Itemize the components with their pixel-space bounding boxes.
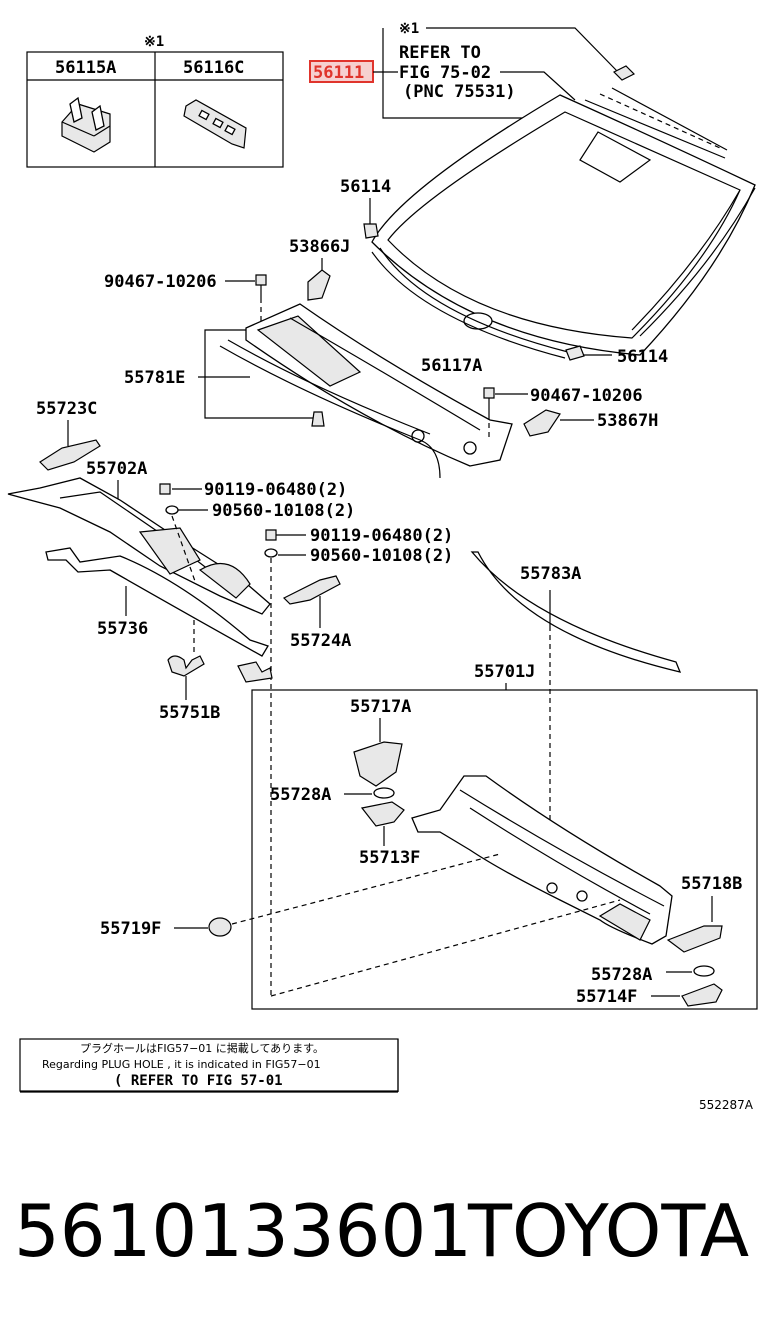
seal-55736-icon bbox=[45, 547, 269, 657]
callout-part[interactable]: 56111 bbox=[313, 63, 364, 83]
pad-55728a-left-icon bbox=[373, 787, 395, 799]
part-number: 5610133601 bbox=[14, 1189, 472, 1273]
label-90560-b[interactable]: 90560-10108(2) bbox=[310, 546, 453, 566]
seal-53867h-icon bbox=[523, 409, 561, 437]
label-56117a[interactable]: 56117A bbox=[421, 356, 482, 376]
molding-strip-right-icon bbox=[631, 189, 741, 331]
callout-56111: ※1 56111 REFER TO FIG 75-02 (PNC 75531) bbox=[309, 21, 636, 119]
assembly-box-55701j bbox=[251, 689, 758, 1010]
figure-code: 552287A bbox=[699, 1098, 754, 1112]
label-55718b[interactable]: 55718B bbox=[681, 874, 742, 894]
screw-90467-mid-icon bbox=[483, 387, 495, 414]
label-55728a-right[interactable]: 55728A bbox=[591, 965, 652, 985]
brand-name: TOYOTA bbox=[467, 1189, 749, 1273]
bracket-55713f-icon bbox=[360, 801, 405, 827]
label-56114-top[interactable]: 56114 bbox=[340, 177, 391, 197]
label-55713f[interactable]: 55713F bbox=[359, 848, 420, 868]
bracket-55723c-icon bbox=[39, 439, 101, 471]
bolt-90119-b-icon bbox=[265, 529, 277, 541]
callout-line1: REFER TO bbox=[399, 43, 481, 63]
clip-56114-icon bbox=[363, 223, 379, 239]
bracket-55714f-icon bbox=[681, 983, 723, 1007]
label-90467-top[interactable]: 90467-10206 bbox=[104, 272, 217, 292]
washer-90560-b-icon bbox=[264, 548, 278, 558]
seal-53866j-icon bbox=[307, 269, 331, 301]
hose-end-icon bbox=[237, 661, 273, 683]
legend-marker: ※1 bbox=[144, 34, 164, 50]
label-55702a[interactable]: 55702A bbox=[86, 459, 147, 479]
label-90560-a[interactable]: 90560-10108(2) bbox=[212, 501, 355, 521]
cowl-panel-55701j-icon bbox=[411, 775, 673, 945]
label-55751b[interactable]: 55751B bbox=[159, 703, 220, 723]
label-55723c[interactable]: 55723C bbox=[36, 399, 97, 419]
label-90467-mid[interactable]: 90467-10206 bbox=[530, 386, 643, 406]
label-55701j[interactable]: 55701J bbox=[474, 662, 535, 682]
footnote-ref: ( REFER TO FIG 57-01 bbox=[114, 1073, 283, 1089]
footnote-jp: プラグホールはFIG57−01 に掲載してあります。 bbox=[80, 1041, 324, 1055]
label-56114-right[interactable]: 56114 bbox=[617, 347, 668, 367]
bracket-55717a-icon bbox=[353, 741, 403, 787]
callout-line3: (PNC 75531) bbox=[403, 82, 516, 102]
label-53866j[interactable]: 53866J bbox=[289, 237, 350, 257]
bracket-55718b-icon bbox=[666, 925, 723, 953]
label-53867h[interactable]: 53867H bbox=[597, 411, 658, 431]
clip-56116c-icon bbox=[183, 99, 247, 149]
washer-90560-a-icon bbox=[165, 505, 179, 515]
callout-line2: FIG 75-02 bbox=[399, 63, 491, 83]
footnote-box: プラグホールはFIG57−01 に掲載してあります。 Regarding PLU… bbox=[19, 1038, 399, 1093]
bolt-90119-a-icon bbox=[159, 483, 171, 495]
label-55719f[interactable]: 55719F bbox=[100, 919, 161, 939]
label-90119-a[interactable]: 90119-06480(2) bbox=[204, 480, 347, 500]
footnote-en: Regarding PLUG HOLE , it is indicated in… bbox=[42, 1058, 321, 1071]
label-90119-b[interactable]: 90119-06480(2) bbox=[310, 526, 453, 546]
legend-col-a: 56115A bbox=[55, 58, 116, 78]
seal-55783a-icon bbox=[470, 551, 682, 673]
legend-box: ※1 56115A 56116C bbox=[26, 34, 284, 168]
cowl-side-panel-icon bbox=[7, 477, 271, 615]
label-55714f[interactable]: 55714F bbox=[576, 987, 637, 1007]
label-55783a[interactable]: 55783A bbox=[520, 564, 581, 584]
screw-90467-top-icon bbox=[255, 274, 267, 298]
label-55781e[interactable]: 55781E bbox=[124, 368, 185, 388]
hose-55751b-icon bbox=[167, 655, 205, 677]
clip-56114-right-icon bbox=[565, 345, 585, 361]
callout-marker: ※1 bbox=[399, 21, 419, 37]
label-55736[interactable]: 55736 bbox=[97, 619, 148, 639]
seal-strip-55781e-icon bbox=[219, 345, 441, 479]
label-55724a[interactable]: 55724A bbox=[290, 631, 351, 651]
pad-55728a-right-icon bbox=[693, 965, 715, 977]
sensor-tab-icon bbox=[612, 65, 636, 81]
bracket-55724a-icon bbox=[282, 575, 341, 605]
label-55728a-left[interactable]: 55728A bbox=[270, 785, 331, 805]
plug-55719f-icon bbox=[208, 917, 232, 937]
legend-col-b: 56116C bbox=[183, 58, 244, 78]
clip-56115a-icon bbox=[61, 96, 111, 153]
label-55717a[interactable]: 55717A bbox=[350, 697, 411, 717]
windshield-glass-icon bbox=[371, 87, 756, 356]
glass-dam-icon bbox=[371, 251, 566, 359]
